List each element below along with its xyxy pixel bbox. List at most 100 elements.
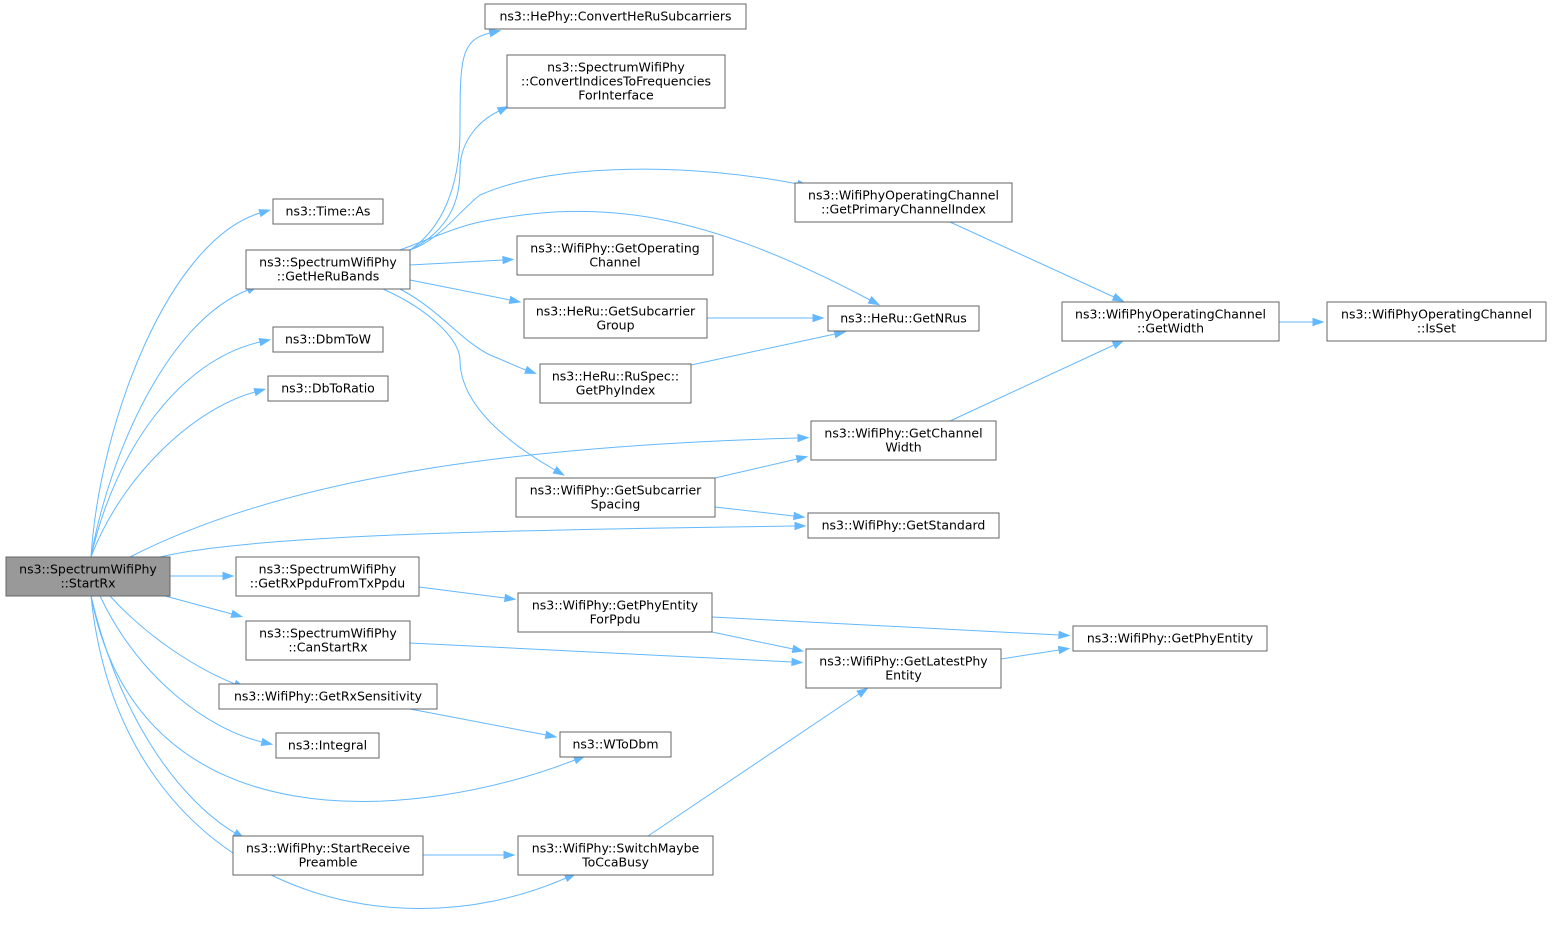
edge-line [714,506,795,517]
edge-getsubspacing-to-getstandard [714,506,806,521]
node-box [506,54,726,109]
node-label: ns3::SpectrumWifiPhy [259,626,397,641]
node-convertherusub[interactable]: ns3::HePhy::ConvertHeRuSubcarriers [484,3,747,30]
node-getprimidx[interactable]: ns3::WifiPhyOperatingChannel::GetPrimary… [794,182,1013,223]
node-box [515,477,716,518]
node-label: ns3::DbToRatio [281,381,375,396]
node-label: ::CanStartRx [288,640,367,655]
arrowhead-icon [791,657,804,667]
node-getphyentity[interactable]: ns3::WifiPhy::GetPhyEntity [1072,625,1268,652]
node-box [218,683,438,710]
node-label: GetPhyIndex [576,383,656,398]
node-label: ns3::WifiPhy::GetPhyEntity [532,598,699,613]
node-label: ForInterface [578,88,654,103]
edge-getsubspacing-to-getchanwidth [714,455,809,479]
edge-getherubands-to-getphyindex [399,288,537,374]
node-box [245,249,411,290]
node-isset[interactable]: ns3::WifiPhyOperatingChannel::IsSet [1326,301,1547,342]
node-label: ns3::HePhy::ConvertHeRuSubcarriers [499,9,731,24]
edge-line [159,525,796,558]
node-time_as[interactable]: ns3::Time::As [272,198,384,225]
node-label: ns3::SpectrumWifiPhy [259,562,397,577]
node-getnrus[interactable]: ns3::HeRu::GetNRus [827,305,980,332]
edge-line [90,212,261,558]
node-label: ForPpdu [590,612,641,627]
edge-line [711,631,794,650]
node-box [235,556,420,597]
edge-startrx-to-getstandard [159,521,807,558]
arrowhead-icon [524,365,537,374]
node-label: ns3::WifiPhy::GetChannel [824,426,982,441]
node-box [5,556,171,597]
edge-getherubands-to-getnrus [399,210,881,306]
node-label: ns3::WifiPhy::GetOperating [530,241,699,256]
node-label: ns3::WifiPhyOperatingChannel [1075,307,1266,322]
edge-startrx-to-dbtoratio [90,388,267,558]
node-getrxppdu[interactable]: ns3::SpectrumWifiPhy::GetRxPpduFromTxPpd… [235,556,420,597]
arrowhead-icon [503,850,516,860]
node-label: ::GetWidth [1137,321,1204,336]
node-label: ns3::WifiPhy::GetSubcarrier [530,483,702,498]
edge-getherubands-to-convertindices [409,106,510,251]
edge-getphyentppdu-to-getlatestphy [711,631,805,654]
node-startrx[interactable]: ns3::SpectrumWifiPhy::StartRx [5,556,171,597]
node-label: ns3::WifiPhy::GetPhyEntity [1087,631,1254,646]
edge-canstartrx-to-getlatestphy [409,642,804,667]
node-label: ns3::SpectrumWifiPhy [19,562,157,577]
arrowhead-icon [496,106,510,116]
node-box [810,420,997,461]
edge-line [109,595,236,685]
node-getherubands[interactable]: ns3::SpectrumWifiPhy::GetHeRuBands [245,249,411,290]
arrowhead-icon [508,295,522,305]
node-canstartrx[interactable]: ns3::SpectrumWifiPhy::CanStartRx [245,620,411,661]
edge-startrx-to-dbmtow [90,338,272,558]
edge-line [949,344,1115,422]
edge-getlatestphy-to-getphyentity [1000,645,1071,660]
edge-line [164,595,233,615]
node-box [805,648,1002,689]
node-wtodbm[interactable]: ns3::WToDbm [559,731,672,758]
node-opchwidth[interactable]: ns3::WifiPhyOperatingChannel::GetWidth [1061,301,1280,342]
arrowhead-icon [856,687,869,698]
node-getrxsens[interactable]: ns3::WifiPhy::GetRxSensitivity [218,683,438,710]
node-dbtoratio[interactable]: ns3::DbToRatio [267,375,389,402]
edge-line [399,288,527,371]
node-label: ::StartRx [60,576,115,591]
node-getstandard[interactable]: ns3::WifiPhy::GetStandard [807,512,1000,539]
node-label: Width [885,440,921,455]
arrowhead-icon [503,593,517,603]
edge-getprimidx-to-opchwidth [949,221,1125,302]
node-convertindices[interactable]: ns3::SpectrumWifiPhy::ConvertIndicesToFr… [506,54,726,109]
arrowhead-icon [812,313,825,323]
node-label: ns3::HeRu::RuSpec:: [552,369,679,384]
node-label: Spacing [591,497,641,512]
node-box [517,835,714,876]
arrowhead-icon [258,209,272,218]
node-label: Entity [885,668,922,683]
arrowhead-icon [544,730,558,740]
edge-startrx-to-getrxppdu [170,571,235,581]
edges-layer [90,29,1325,909]
node-dbmtow[interactable]: ns3::DbmToW [272,326,384,353]
edge-line [90,595,576,802]
edge-line [647,693,860,837]
edge-startrx-to-getrxsens [109,595,246,689]
node-label: ns3::WifiPhyOperatingChannel [808,188,999,203]
node-label: ns3::WifiPhy::StartReceive [246,841,410,856]
node-integral[interactable]: ns3::Integral [275,732,380,759]
node-label: Group [596,318,634,333]
arrowhead-icon [1111,292,1125,302]
edge-startrx-to-integral [99,595,274,746]
node-getphyindex[interactable]: ns3::HeRu::RuSpec::GetPhyIndex [539,363,692,404]
edge-startrx-to-canstartrx [164,595,244,618]
arrowhead-icon [797,433,810,443]
edge-getphyentppdu-to-getphyentity [711,616,1071,640]
